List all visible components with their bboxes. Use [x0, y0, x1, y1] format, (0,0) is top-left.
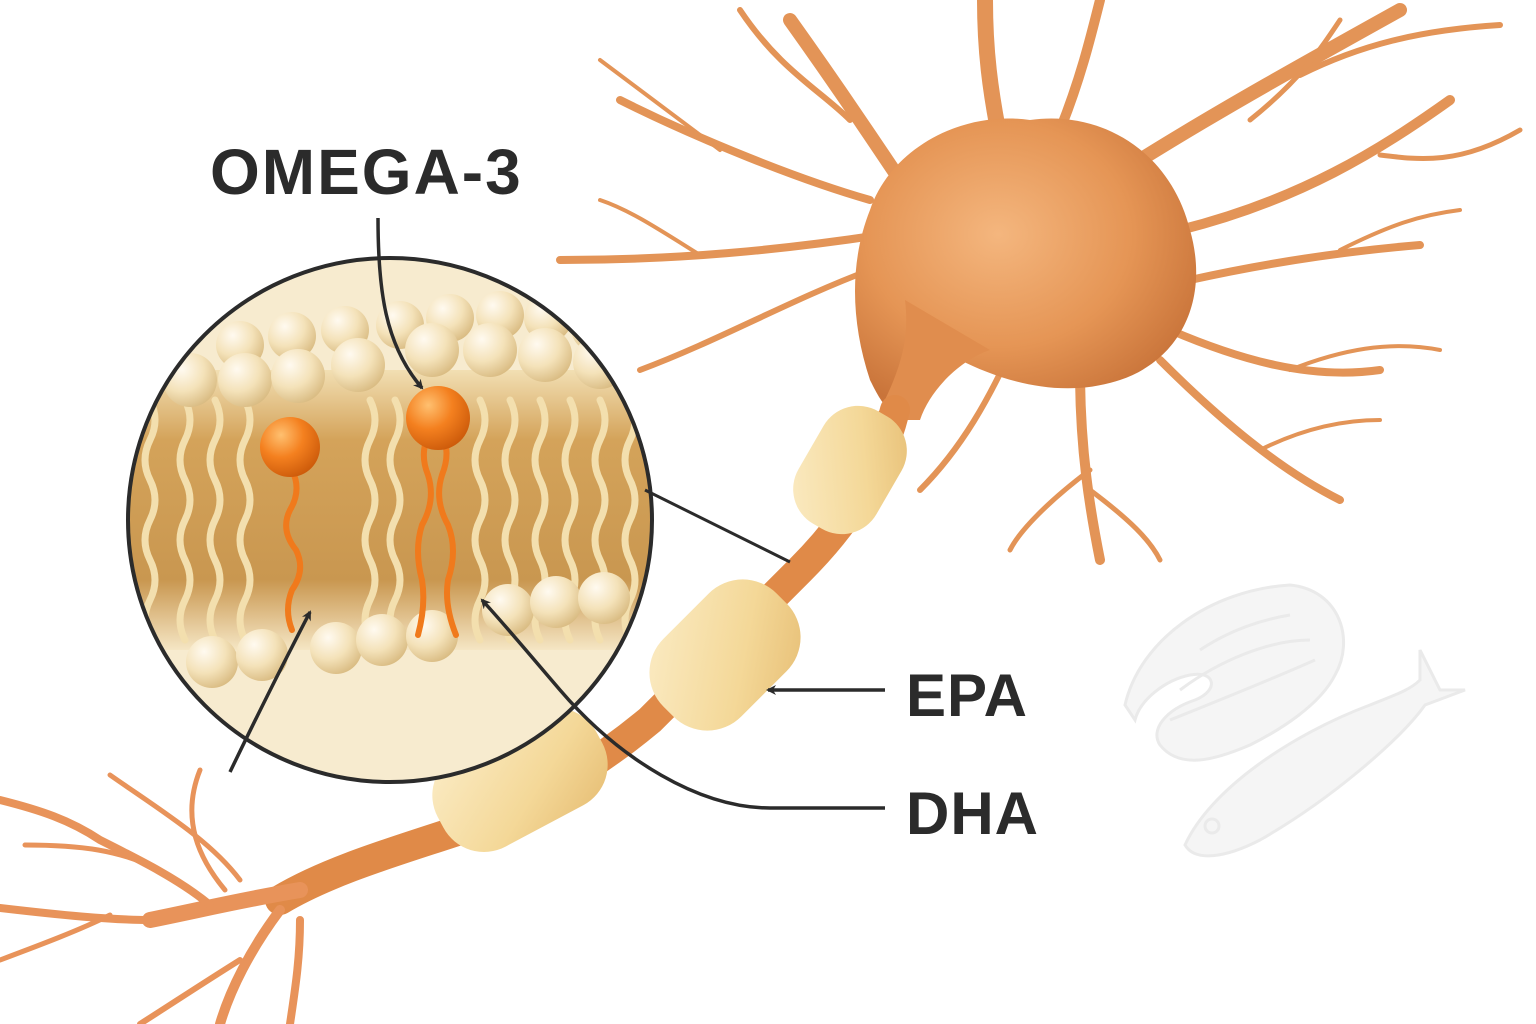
tail-callout-arrow [228, 610, 312, 773]
inset-connector-line [644, 488, 791, 564]
axon-terminal-branches [0, 767, 308, 1024]
salmon-steak-icon [1123, 583, 1345, 762]
inset-border [126, 256, 654, 784]
myelin-segment-1 [793, 405, 907, 535]
omega3-molecule-left [260, 417, 320, 633]
membrane-inset [126, 256, 791, 784]
fish-icon [1183, 649, 1466, 858]
callout-arrows [228, 217, 885, 810]
myelin-segment-3 [432, 708, 608, 852]
myelin-sheath [432, 405, 907, 852]
omega3-callout-arrow [376, 217, 424, 390]
dha-callout-arrow [480, 598, 885, 810]
omega3-label: OMEGA-3 [210, 136, 523, 208]
lipid-heads-top [163, 291, 627, 407]
dendrites [556, 0, 1523, 565]
omega3-molecule-right [406, 386, 470, 638]
axon-hillock [870, 300, 990, 420]
dha-label: DHA [906, 780, 1039, 847]
myelin-segment-2 [649, 579, 801, 731]
lipid-heads-bottom [186, 572, 630, 688]
epa-label: EPA [906, 662, 1028, 729]
